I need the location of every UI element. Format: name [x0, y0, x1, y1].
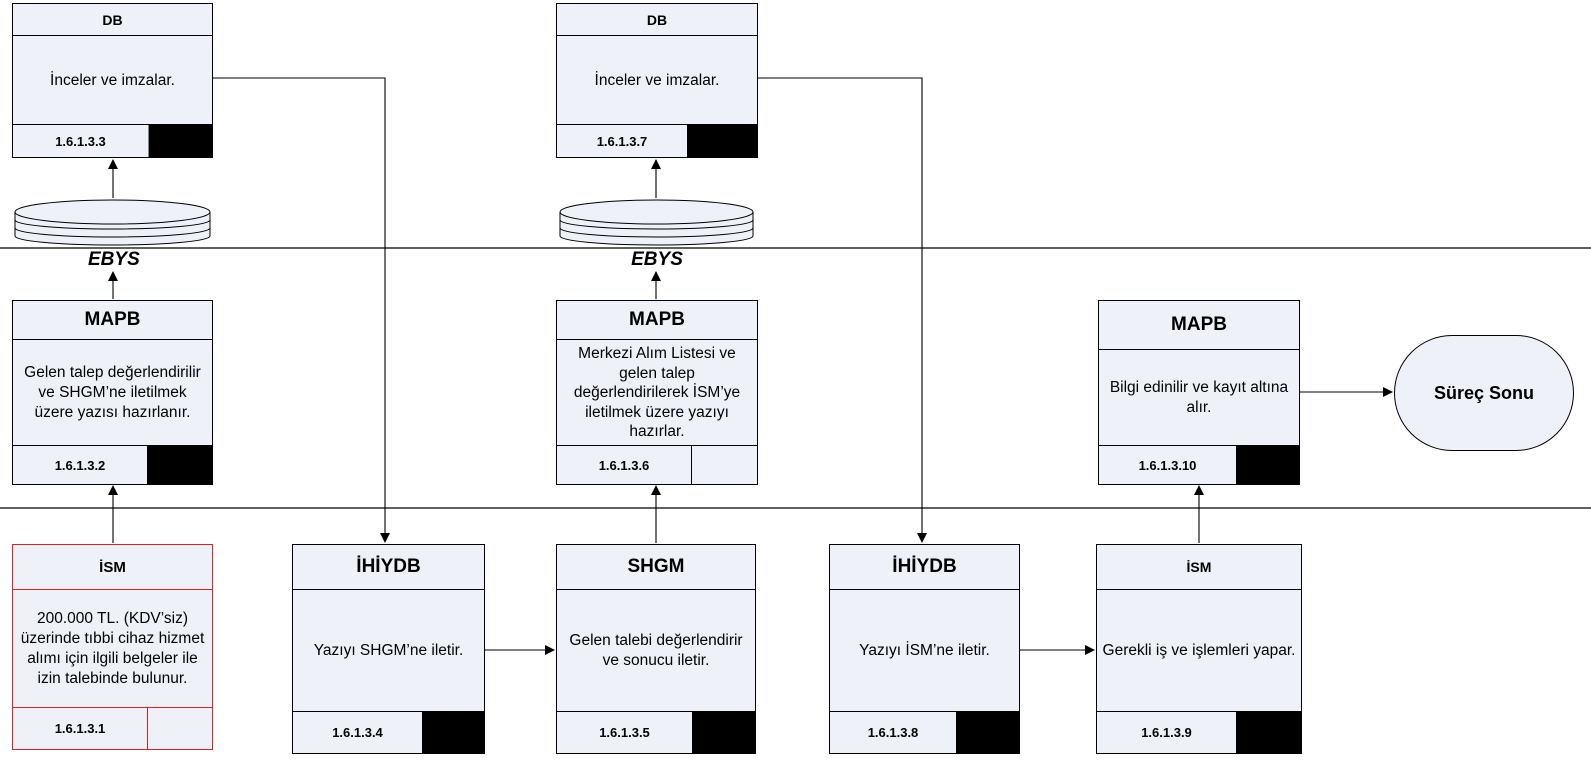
status-block [149, 125, 212, 157]
ebys-label-1: EBYS [88, 249, 140, 271]
step-owner: İSM [1097, 545, 1301, 590]
step-description: 200.000 TL. (KDV’siz) üzerinde tıbbi cih… [20, 610, 205, 687]
step-code: 1.6.1.3.1 [54, 721, 106, 736]
status-block [692, 712, 755, 753]
ebys-label-2: EBYS [628, 249, 686, 271]
step-code: 1.6.1.3.3 [13, 125, 149, 157]
step-1-6-1-3-3: DB İnceler ve imzalar. 1.6.1.3.3 [12, 3, 213, 158]
step-code: 1.6.1.3.9 [1141, 725, 1192, 740]
step-code: 1.6.1.3.4 [332, 725, 383, 740]
status-block [956, 712, 1019, 753]
step-description: Bilgi edinilir ve kayıt altına alır. [1109, 379, 1289, 416]
step-1-6-1-3-5: SHGM Gelen talebi değerlendirir ve sonuc… [556, 544, 756, 754]
step-code: 1.6.1.3.2 [54, 457, 106, 473]
step-owner: MAPB [557, 301, 757, 340]
step-owner: İHİYDB [293, 545, 484, 590]
step-1-6-1-3-9: İSM Gerekli iş ve işlemleri yapar. 1.6.1… [1096, 544, 1302, 754]
step-description: Gerekli iş ve işlemleri yapar. [1102, 642, 1296, 659]
ebys-database-icon-2 [559, 199, 754, 246]
step-description: İnceler ve imzalar. [50, 71, 175, 89]
status-block [422, 712, 484, 753]
status-block [147, 708, 212, 749]
status-block [1236, 712, 1301, 753]
step-code: 1.6.1.3.5 [599, 725, 650, 740]
step-1-6-1-3-4: İHİYDB Yazıyı SHGM’ne iletir. 1.6.1.3.4 [292, 544, 485, 754]
step-code: 1.6.1.3.8 [867, 725, 919, 740]
step-1-6-1-3-6: MAPB Merkezi Alım Listesi ve gelen talep… [556, 300, 758, 485]
step-1-6-1-3-1: İSM 200.000 TL. (KDV’siz) üzerinde tıbbi… [12, 544, 213, 750]
step-1-6-1-3-10: MAPB Bilgi edinilir ve kayıt altına alır… [1098, 300, 1300, 485]
step-description: Gelen talebi değerlendirir ve sonucu ile… [569, 632, 743, 669]
step-1-6-1-3-2: MAPB Gelen talep değerlendirilir ve SHGM… [12, 300, 213, 485]
ebys-database-icon-1 [14, 199, 211, 246]
step-owner: DB [13, 4, 212, 36]
step-owner: MAPB [1099, 301, 1299, 350]
step-owner: MAPB [13, 301, 212, 340]
process-end-terminal: Süreç Sonu [1394, 335, 1574, 451]
status-block [1236, 446, 1299, 484]
step-description: Gelen talep değerlendirilir ve SHGM’ne i… [24, 364, 201, 421]
status-block [147, 446, 212, 484]
status-block [687, 125, 757, 157]
step-owner: İSM [13, 545, 212, 590]
step-owner: SHGM [557, 545, 755, 590]
step-description: Merkezi Alım Listesi ve gelen talep değe… [573, 345, 741, 441]
step-code: 1.6.1.3.7 [596, 133, 648, 149]
step-description: Yazıyı SHGM’ne iletir. [313, 642, 464, 659]
step-owner: İHİYDB [830, 545, 1019, 590]
flow-3-to-4 [213, 77, 390, 543]
step-description: Yazıyı İSM’ne iletir. [859, 642, 990, 659]
step-1-6-1-3-7: DB İnceler ve imzalar. 1.6.1.3.7 [556, 3, 758, 158]
flow-7-to-8 [758, 77, 927, 543]
status-block [691, 446, 757, 484]
step-1-6-1-3-8: İHİYDB Yazıyı İSM’ne iletir. 1.6.1.3.8 [829, 544, 1020, 754]
step-code: 1.6.1.3.6 [598, 457, 650, 473]
step-description: İnceler ve imzalar. [594, 71, 720, 89]
step-owner: DB [557, 4, 757, 36]
step-code: 1.6.1.3.10 [1138, 457, 1197, 473]
